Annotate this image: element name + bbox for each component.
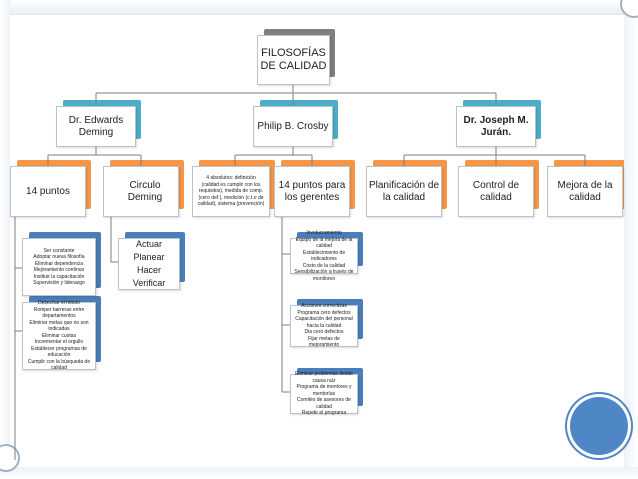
list-item: Acciones correctivas	[301, 303, 347, 310]
list-item: Involucramiento	[306, 230, 342, 236]
decor-ring-top	[620, 0, 638, 18]
crosby-absolutos-label: 4 absolutos: definición (calidad es cump…	[197, 175, 265, 208]
root-label: FILOSOFÍAS DE CALIDAD	[260, 47, 327, 72]
author-juran-label: Dr. Joseph M. Jurán.	[463, 114, 529, 138]
list-item: Sensibilización a través de monitoreo	[294, 269, 354, 282]
list-item: Costo de la calidad	[302, 262, 346, 269]
decor-blue-disk	[570, 397, 628, 455]
connector-deming	[47, 147, 142, 166]
crosby-14-puntos-label: 14 puntos para los gerentes	[278, 179, 346, 203]
list-item: Fijar metas de mejoramiento	[308, 335, 340, 349]
list-item: Incrementar el orgullo	[34, 339, 84, 346]
author-juran: Dr. Joseph M. Jurán.	[456, 100, 541, 147]
deming-14-puntos: 14 puntos	[10, 160, 91, 217]
juran-control: Control de calidad	[458, 160, 539, 217]
author-deming: Dr. Edwards Deming	[56, 100, 141, 147]
crosby-14-puntos: 14 puntos para los gerentes	[274, 160, 355, 217]
list-item: Supervisión y liderazgo	[33, 280, 85, 286]
list-item: Eliminar metas que no son indicadas	[29, 319, 89, 333]
slide-top-border	[0, 0, 638, 15]
author-crosby: Philip B. Crosby	[253, 100, 338, 147]
list-item: Romper barreras entre departamentos	[33, 306, 85, 320]
juran-control-label: Control de calidad	[472, 179, 520, 203]
list-item: Actuar	[135, 239, 162, 249]
crosby-absolutos: 4 absolutos: definición (calidad es cump…	[192, 160, 275, 217]
list-item: Adoptar nueva filosofía	[33, 254, 85, 260]
crosby-points-list-b: Acciones correctivas Programa cero defec…	[290, 299, 363, 349]
list-item: Cumplir con la búsqueda de calidad	[27, 358, 91, 372]
juran-mejora-label: Mejora de la calidad	[557, 179, 613, 203]
list-item: Establecer programas de educación	[31, 345, 87, 359]
list-item: Dia cero defectos	[304, 329, 344, 336]
list-item: Programa cero defectos	[297, 309, 351, 316]
slide-left-border	[0, 0, 10, 479]
crosby-points-list-c: Eliminar problemas desde causa raíz Prog…	[290, 368, 363, 417]
crosby-points-list-a: Involucramiento Equipo de la mejora de l…	[290, 230, 363, 282]
list-item: Mejoramiento continuo	[33, 267, 85, 273]
deming-points-list-b: Desechar el miedo Romper barreras entre …	[22, 296, 101, 372]
list-item: Ser constante	[43, 247, 75, 254]
list-item: Equipo de la mejora de la calidad	[295, 236, 353, 250]
deming-circulo-label: Circulo Deming	[127, 179, 163, 203]
connector-juran	[403, 147, 586, 166]
root-node: FILOSOFÍAS DE CALIDAD	[257, 29, 335, 85]
slide-bottom-border	[0, 467, 638, 479]
list-item: Comités de asesores de calidad	[297, 397, 351, 410]
list-item: Establecimiento de indicadores	[302, 249, 346, 263]
list-item: Programa de mentores y mentorías	[296, 384, 352, 397]
list-item: Eliminar dependencia	[34, 260, 84, 267]
list-item: Planear	[133, 252, 165, 262]
connector-crosby	[234, 147, 313, 166]
juran-planificacion: Planificación de la calidad	[366, 160, 447, 217]
connector-cycle	[110, 217, 118, 263]
author-crosby-label: Philip B. Crosby	[257, 120, 329, 132]
connector-deming-points	[14, 217, 22, 460]
connector-crosby-points	[281, 217, 290, 393]
deming-points-list-a: Ser constante Adoptar nueva filosofía El…	[22, 232, 101, 296]
author-deming-label: Dr. Edwards Deming	[68, 114, 124, 138]
deming-cycle-list: Actuar Planear Hacer Verificar	[118, 232, 185, 290]
juran-mejora: Mejora de la calidad	[547, 160, 628, 217]
juran-planificacion-label: Planificación de la calidad	[368, 179, 440, 203]
list-item: Capacitación del personal hacia la calid…	[295, 316, 353, 329]
list-item: Repetir el programa	[301, 410, 347, 417]
list-item: Eliminar problemas desde causa raíz	[295, 371, 353, 384]
list-item: Hacer	[136, 265, 161, 275]
list-item: Eliminar cuotas	[41, 332, 77, 339]
list-item: Instituir la capacitación	[33, 273, 85, 280]
connector-root	[95, 85, 497, 106]
deming-circulo: Circulo Deming	[103, 160, 184, 217]
slide-right-border	[624, 0, 638, 479]
deming-14-puntos-label: 14 puntos	[26, 185, 70, 197]
list-item: Desechar el miedo	[38, 300, 80, 307]
list-item: Verificar	[132, 278, 166, 288]
